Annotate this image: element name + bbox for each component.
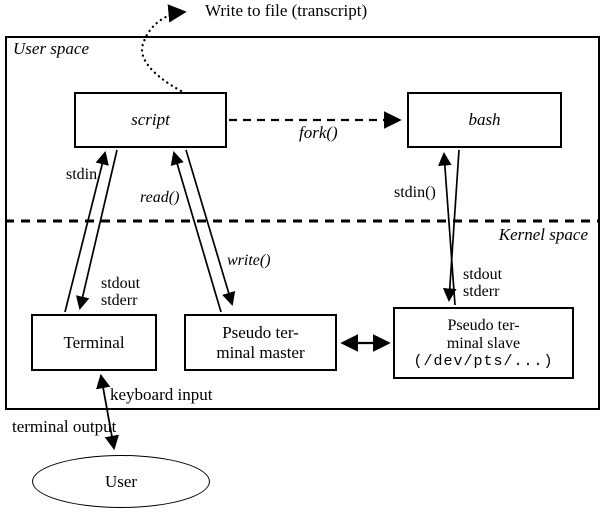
stdout-stderr-right-label: stdout stderr [463, 266, 502, 300]
stdout-right-line2: stderr [463, 283, 500, 300]
bash-node: bash [407, 92, 562, 148]
write-to-file-label: Write to file (transcript) [205, 1, 368, 20]
user-node: User [32, 455, 210, 508]
pty-master-label-line1: Pseudo ter- [222, 322, 299, 342]
stdin-call-edge-label: stdin() [394, 184, 436, 201]
stdin-edge-label: stdin [66, 166, 98, 183]
stdout-right-line1: stdout [463, 266, 503, 283]
terminal-node: Terminal [31, 314, 157, 371]
stdout-left-line1: stdout [101, 275, 141, 292]
pty-master-node: Pseudo ter- minal master [184, 314, 337, 371]
pty-master-label-line2: minal master [216, 342, 305, 362]
user-space-label: User space [13, 39, 90, 58]
stdout-left-line2: stderr [101, 292, 138, 309]
terminal-node-label: Terminal [63, 332, 125, 352]
terminal-output-label: terminal output [12, 417, 117, 436]
pty-slave-label-line1: Pseudo ter- [447, 316, 520, 334]
pty-slave-node: Pseudo ter- minal slave (/dev/pts/...) [393, 307, 574, 379]
user-kernel-boundary-box [5, 36, 600, 410]
pty-slave-dev-path: (/dev/pts/...) [413, 352, 554, 370]
script-node-label: script [131, 110, 170, 129]
script-node: script [74, 92, 227, 148]
bash-node-label: bash [468, 110, 501, 129]
pty-slave-label-line2: minal slave [446, 334, 521, 352]
fork-edge-label: fork() [299, 123, 338, 142]
user-node-label: User [104, 471, 138, 491]
stdout-stderr-left-label: stdout stderr [101, 275, 140, 309]
read-edge-label: read() [140, 189, 180, 206]
write-edge-label: write() [227, 252, 271, 269]
kernel-space-label: Kernel space [498, 225, 588, 244]
keyboard-input-label: keyboard input [110, 385, 213, 404]
